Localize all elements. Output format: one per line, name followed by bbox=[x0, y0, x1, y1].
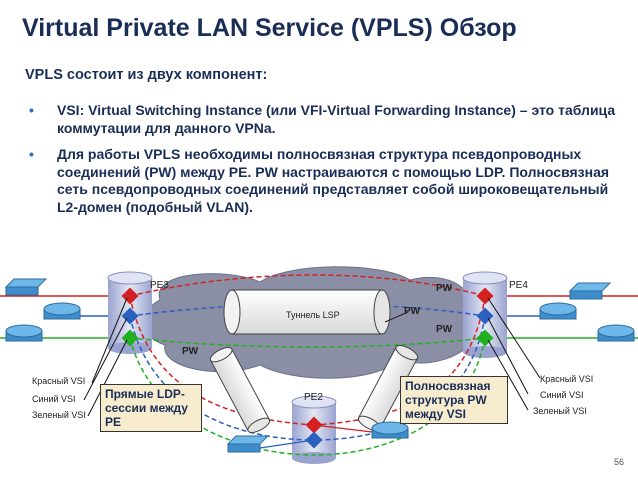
ce-router-right-2 bbox=[597, 324, 635, 342]
pw-label-top: PW bbox=[436, 283, 453, 294]
ce-router-left-2 bbox=[5, 324, 43, 342]
left-vsi-red: Красный VSI bbox=[32, 376, 85, 386]
left-vsi-green: Зеленый VSI bbox=[32, 410, 86, 420]
pw-label-lower: PW bbox=[436, 324, 453, 335]
pw-label-left: PW bbox=[182, 346, 199, 357]
ce-switch-top-left bbox=[4, 278, 48, 296]
bullet-list: VSI: Virtual Switching Instance (или VFI… bbox=[25, 102, 625, 225]
page-number: 56 bbox=[613, 457, 624, 467]
bullet-vsi: VSI: Virtual Switching Instance (или VFI… bbox=[25, 102, 625, 137]
pw-mesh bbox=[129, 274, 486, 456]
pw-arrow bbox=[384, 311, 409, 323]
ce-router-left-1 bbox=[43, 302, 81, 320]
right-vsi-red: Красный VSI bbox=[540, 374, 593, 384]
pe3-label: PE3 bbox=[150, 280, 169, 291]
pe4-label: PE4 bbox=[509, 280, 528, 291]
subtitle: VPLS состоит из двух компонент: bbox=[25, 67, 268, 83]
page-title: Virtual Private LAN Service (VPLS) Обзор bbox=[22, 14, 517, 42]
bullet-pw: Для работы VPLS необходимы полносвязная … bbox=[25, 146, 625, 216]
callout-pw-mesh: Полносвязная структура PW между VSI bbox=[400, 376, 508, 424]
lsp-tunnel-left bbox=[209, 347, 271, 433]
lsp-tunnel-top bbox=[223, 289, 391, 335]
vsi-markers bbox=[121, 287, 494, 449]
callout-ldp-sessions: Прямые LDP-сессии между PE bbox=[100, 384, 202, 432]
ce-router-right-1 bbox=[539, 302, 577, 320]
tunnel-label: Туннель LSP bbox=[286, 310, 340, 320]
right-vsi-green: Зеленый VSI bbox=[533, 406, 587, 416]
vsi-pointers-right bbox=[487, 297, 541, 411]
left-vsi-blue: Синий VSI bbox=[32, 394, 76, 404]
pw-label-mid: PW bbox=[404, 306, 421, 317]
vsi-pointers-left bbox=[83, 297, 128, 417]
ce-switch-top-right bbox=[568, 282, 612, 300]
pe2-router bbox=[291, 395, 337, 464]
ce-router-bottom bbox=[313, 421, 409, 439]
pe2-label: PE2 bbox=[304, 392, 323, 403]
right-vsi-blue: Синий VSI bbox=[540, 390, 584, 400]
vpls-diagram: PE3 PE4 PE2 Туннель LSP PW PW PW PW Крас… bbox=[0, 266, 638, 464]
ce-switch-bottom bbox=[226, 435, 315, 453]
